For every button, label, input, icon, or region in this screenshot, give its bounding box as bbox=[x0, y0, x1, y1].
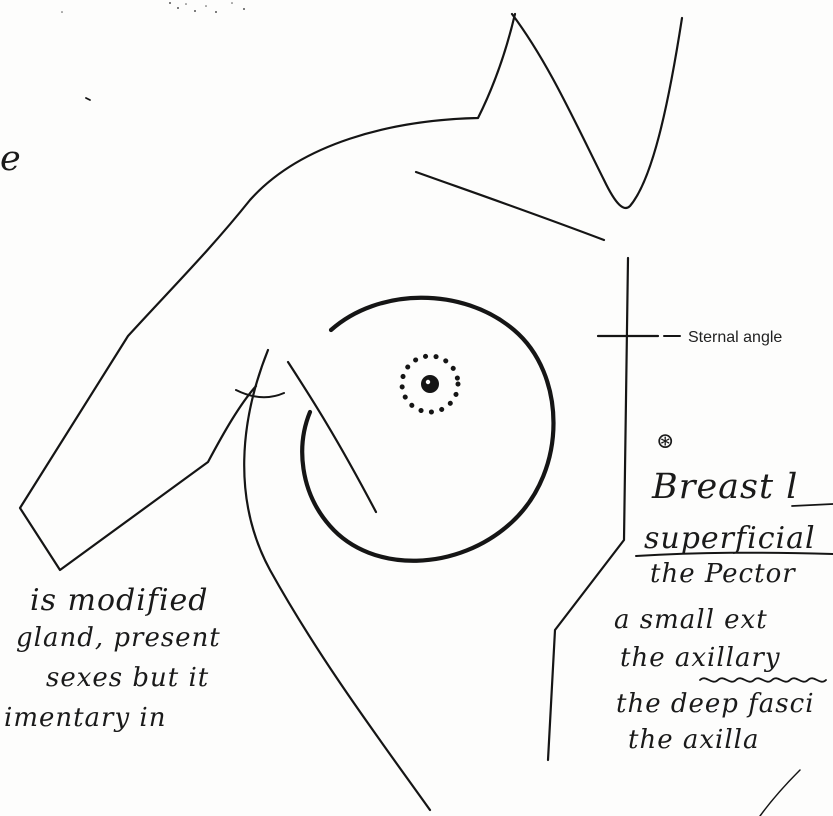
stray-mark-2 bbox=[760, 770, 800, 816]
right-note-line: the deep fasci bbox=[616, 689, 815, 719]
right-note-line: the Pector bbox=[650, 559, 796, 589]
left-note-line: imentary in bbox=[4, 703, 167, 733]
sternal-angle-label: Sternal angle bbox=[688, 329, 782, 346]
scan-speckle bbox=[61, 2, 245, 13]
left-note-line: sexes but it bbox=[46, 663, 209, 693]
right-note-line: a small ext bbox=[614, 605, 768, 635]
arm-crease-line bbox=[236, 390, 284, 397]
right-note-line: superficial bbox=[644, 521, 816, 556]
clavicle-line bbox=[416, 172, 604, 240]
shoulder-outline bbox=[20, 14, 515, 570]
right-note-line: the axillary bbox=[620, 643, 781, 673]
left-note-line: gland, present bbox=[16, 623, 221, 653]
fragment-letter: e bbox=[0, 139, 22, 179]
sternal-midline bbox=[548, 258, 628, 760]
right-note: Breast l superficial the Pector a small … bbox=[614, 467, 816, 755]
left-note: is modified gland, present sexes but it … bbox=[4, 583, 221, 733]
left-note-line: is modified bbox=[30, 583, 209, 618]
right-note-title: Breast l bbox=[651, 467, 798, 507]
axillary-wavy-underline bbox=[700, 678, 826, 681]
asterisk-icon: ⊛ bbox=[656, 429, 674, 454]
nipple-highlight bbox=[426, 380, 430, 384]
torso-left-outline bbox=[244, 350, 430, 810]
sternal-notch-outline bbox=[512, 14, 682, 208]
breast-outline bbox=[302, 298, 553, 561]
stray-mark bbox=[86, 98, 90, 100]
nipple-icon bbox=[421, 375, 439, 393]
right-note-line: the axilla bbox=[628, 725, 759, 755]
